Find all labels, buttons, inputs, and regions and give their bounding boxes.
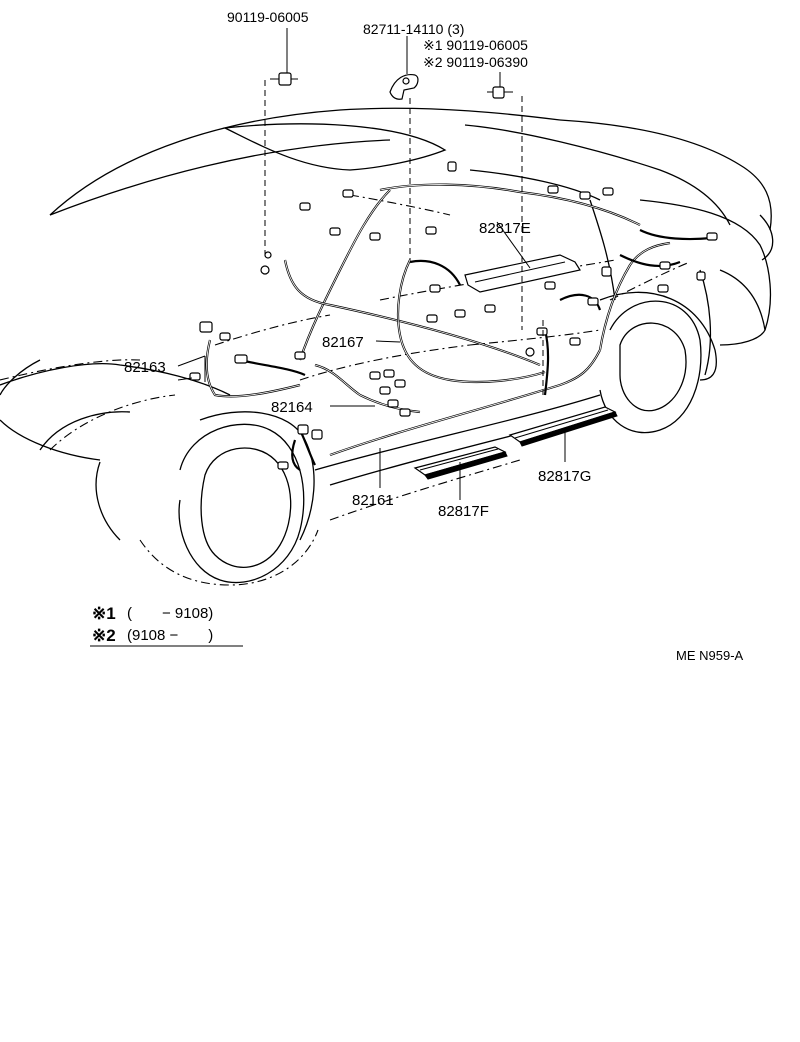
label-bolt-top: 90119-06005 [227,9,309,25]
bolt-icon [270,72,298,86]
part-labels: 90119-06005 82711-14110 (3) ※1 90119-060… [124,9,591,520]
label-82817f: 82817F [438,503,489,520]
legend-row2-range: (9108 − ) [127,627,213,644]
label-note1-part: ※1 90119-06005 [423,37,528,53]
legend: ※1 ( − 9108) ※2 (9108 − ) [90,604,243,647]
label-note2-part: ※2 90119-06390 [423,54,528,70]
legend-row2-mark: ※2 [92,626,116,645]
scuff-plates [413,254,618,480]
diagram-code: ME N959-A [676,648,744,663]
label-leaders [177,221,566,500]
car-body-outline [0,107,774,586]
label-82817g: 82817G [538,468,591,485]
wire-harnesses [205,183,713,471]
connectors [189,161,718,470]
label-82167: 82167 [322,334,364,351]
legend-row1-range: ( − 9108) [127,605,213,622]
label-82164: 82164 [271,399,313,416]
label-clamp: 82711-14110 (3) [363,21,464,37]
legend-row1-mark: ※1 [92,604,116,623]
bolt-icon [487,86,513,99]
label-82161: 82161 [352,492,394,509]
label-82163: 82163 [124,359,166,376]
fasteners [264,28,544,395]
clamp-icon [389,73,419,100]
label-82817e: 82817E [479,220,531,237]
